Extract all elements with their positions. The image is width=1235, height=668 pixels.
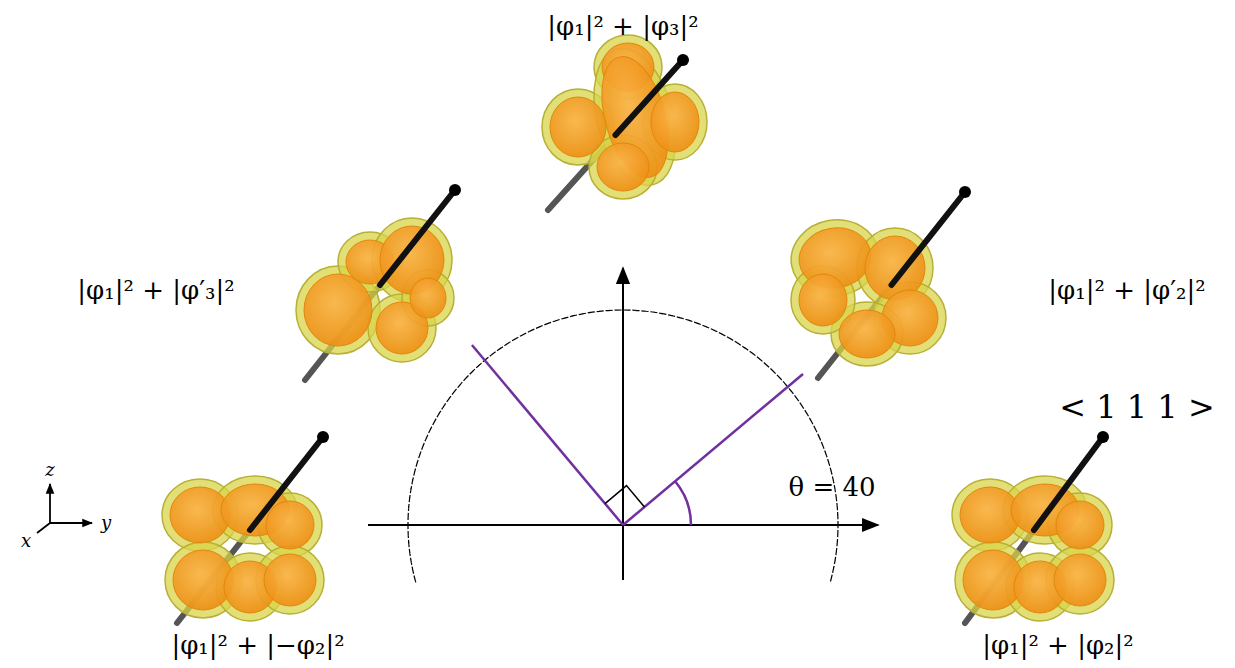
orbital-density	[296, 184, 461, 380]
orbital-density	[785, 186, 971, 378]
angle-label: θ = 40	[788, 473, 875, 502]
state-label: |φ₁|² + |φ′₂|²	[1048, 276, 1205, 305]
orbital-density	[162, 431, 329, 623]
state-label: |φ₁|² + |φ₂|²	[982, 631, 1133, 660]
orbital-density	[952, 431, 1114, 623]
state-label: |φ₁|² + |φ′₃|²	[77, 276, 234, 305]
orbital-density	[542, 35, 707, 210]
axis-label: x	[21, 531, 31, 551]
axis-label: y	[101, 513, 111, 533]
state-label: |φ₁|² + |φ₃|²	[547, 12, 698, 41]
state-label: |φ₁|² + |−φ₂|²	[171, 631, 344, 660]
axis-label: z	[45, 460, 54, 480]
direction-label: < 1 1 1 >	[1059, 390, 1214, 425]
axis-triad	[37, 484, 92, 533]
